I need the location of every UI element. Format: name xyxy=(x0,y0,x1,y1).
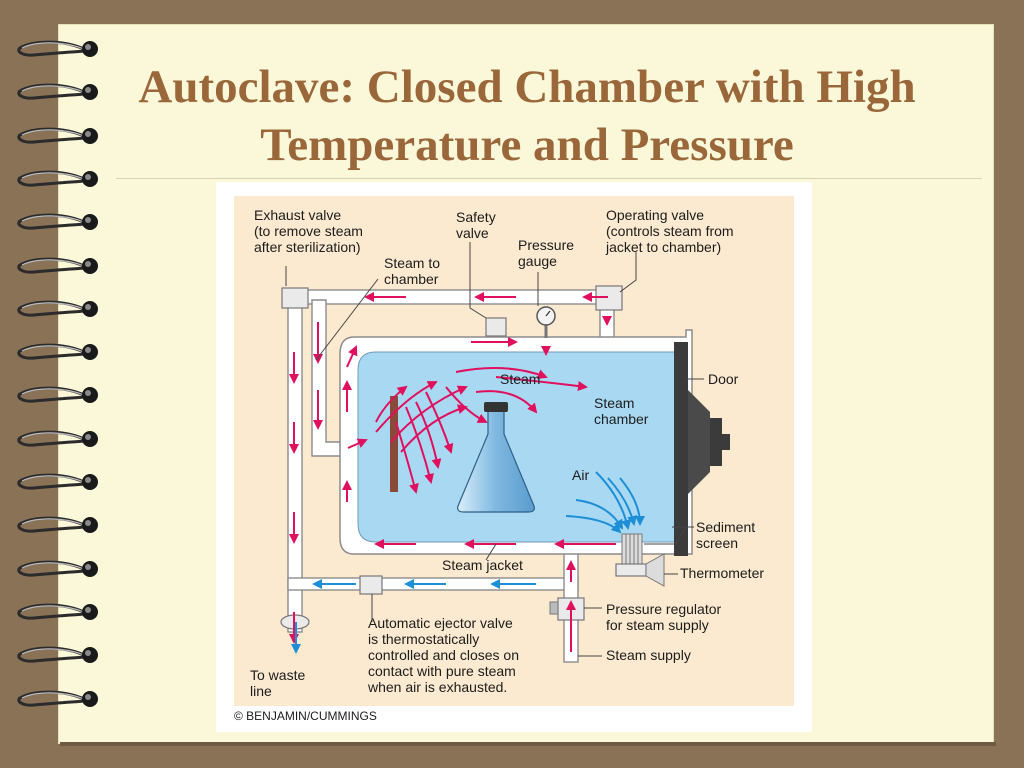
flask-stopper xyxy=(484,402,508,412)
autoclave-diagram: Exhaust valve (to remove steam after ste… xyxy=(216,182,812,732)
label-operating-valve-2: (controls steam from xyxy=(606,223,734,239)
title-divider xyxy=(116,178,982,179)
binding-ring-icon xyxy=(17,516,98,534)
exhaust-valve xyxy=(281,287,309,309)
sediment-screen xyxy=(621,533,643,565)
label-ejector-valve-2: is thermostatically xyxy=(368,631,479,647)
binding-ring-icon xyxy=(17,170,98,187)
binding-ring-icon xyxy=(17,40,98,57)
binding-ring-icon xyxy=(17,257,98,274)
label-pressure-regulator-1: Pressure regulator xyxy=(606,601,722,617)
binding-ring-icon xyxy=(17,83,98,101)
label-ejector-valve-1: Automatic ejector valve xyxy=(368,615,513,631)
label-thermometer: Thermometer xyxy=(680,565,764,581)
safety-valve xyxy=(485,317,507,337)
binding-ring-icon xyxy=(17,213,98,231)
label-steam-jacket: Steam jacket xyxy=(442,557,523,573)
label-exhaust-valve-3: after sterilization) xyxy=(254,239,361,255)
top-pipe xyxy=(287,289,615,305)
label-air: Air xyxy=(572,467,589,483)
binding-ring-icon xyxy=(17,690,98,707)
label-steam-to-chamber-1: Steam to xyxy=(384,255,440,271)
binding-ring-icon xyxy=(17,430,98,447)
label-sediment-screen-1: Sediment xyxy=(696,519,755,535)
label-pressure-gauge-2: gauge xyxy=(518,253,557,269)
door-handle-knob xyxy=(722,434,730,450)
binding-ring-icon xyxy=(17,387,98,404)
label-steam-supply: Steam supply xyxy=(606,647,691,663)
label-steam: Steam xyxy=(500,371,540,387)
door xyxy=(674,342,688,556)
label-sediment-screen-2: screen xyxy=(696,535,738,551)
diagram-labels: Exhaust valve (to remove steam after ste… xyxy=(234,207,764,723)
binding-ring-icon xyxy=(17,560,98,577)
binding-ring-icon xyxy=(17,343,98,361)
door-handle xyxy=(710,418,722,466)
shelf-rack xyxy=(390,396,398,492)
label-waste-line-1: To waste xyxy=(250,667,305,683)
leader-lines xyxy=(285,242,704,657)
binding-ring-icon xyxy=(17,127,98,144)
ejector-valve xyxy=(359,575,383,595)
binding-ring-icon xyxy=(17,603,98,620)
title-line-1: Autoclave: Closed Chamber with High xyxy=(138,61,916,113)
label-exhaust-valve-1: Exhaust valve xyxy=(254,207,341,223)
label-ejector-valve-3: controlled and closes on xyxy=(368,647,519,663)
label-pressure-regulator-2: for steam supply xyxy=(606,617,709,633)
label-steam-to-chamber-2: chamber xyxy=(384,271,439,287)
label-door: Door xyxy=(708,371,739,387)
label-safety-valve-1: Safety xyxy=(456,209,496,225)
label-operating-valve-3: jacket to chamber) xyxy=(605,239,721,255)
label-steam-chamber-2: chamber xyxy=(594,411,649,427)
slide-title: Autoclave: Closed Chamber with High Temp… xyxy=(60,58,994,174)
binding-ring-icon xyxy=(17,473,98,490)
label-ejector-valve-5: when air is exhausted. xyxy=(367,679,507,695)
label-exhaust-valve-2: (to remove steam xyxy=(254,223,363,239)
label-safety-valve-2: valve xyxy=(456,225,489,241)
binding-ring-icon xyxy=(17,646,98,664)
page-shadow xyxy=(60,742,996,746)
air-flow-arrows xyxy=(291,471,645,654)
door-handle-plate xyxy=(688,390,710,494)
label-pressure-gauge-1: Pressure xyxy=(518,237,574,253)
flask-icon xyxy=(457,409,535,513)
label-copyright: © BENJAMIN/CUMMINGS xyxy=(234,709,377,723)
thermometer-icon xyxy=(645,553,665,587)
label-operating-valve-1: Operating valve xyxy=(606,207,704,223)
label-waste-line-2: line xyxy=(250,683,272,699)
binding-ring-icon xyxy=(17,300,98,317)
thermometer-fitting xyxy=(615,563,647,577)
label-steam-chamber-1: Steam xyxy=(594,395,634,411)
title-line-2: Temperature and Pressure xyxy=(260,119,794,171)
label-ejector-valve-4: contact with pure steam xyxy=(368,663,516,679)
steam-flow-arrows xyxy=(289,292,616,652)
